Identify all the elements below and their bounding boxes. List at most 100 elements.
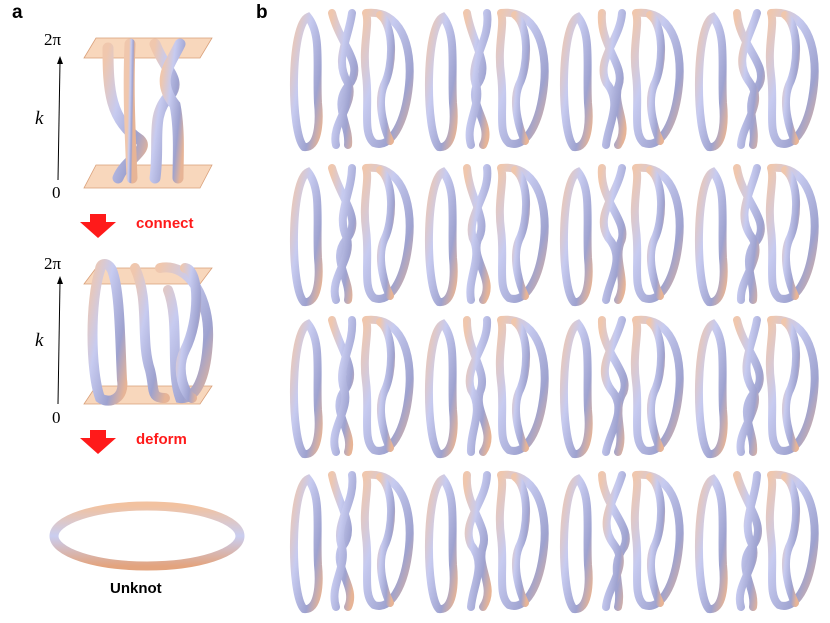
knot-strand [597,316,629,456]
knot-strand [737,164,761,304]
knot-strand [376,473,396,607]
braid-upper [83,37,213,189]
knot-diagram [559,315,684,458]
strand-2 [123,38,138,184]
knot-strand [597,164,627,304]
knot-diagram [694,163,819,306]
knot-strand [694,167,728,306]
knot-strand [511,166,531,300]
knot-strand [781,11,801,145]
knot-strand [630,163,684,303]
k-axis-upper-arrow [57,61,61,181]
knot-strand [511,318,531,452]
knot-diagram [289,163,414,306]
knot-strand [781,473,801,607]
knot-strand [360,315,414,455]
bottom-plane-upper [83,164,213,189]
knot-strand [694,319,728,458]
knot-strand [765,470,819,610]
knot-strand [495,163,549,303]
knot-strand [630,8,684,148]
knot-strand [765,8,819,148]
unknot-caption: Unknot [110,580,162,597]
knot-strand [289,319,323,458]
connected-loop-2 [130,263,170,403]
knot-diagram [694,315,819,458]
k-axis-upper-arrowhead [57,56,63,64]
knot-strand [736,316,761,456]
knot-strand [330,471,357,611]
knot-strand [646,318,666,452]
knot-strand [462,471,492,611]
knot-strand [511,11,531,145]
knot-strand [466,164,492,304]
unknot-ring [49,501,245,571]
knot-diagram [424,8,549,151]
knot-strand [599,9,626,149]
knot-strand [464,471,491,611]
braid-connected [83,259,214,406]
knot-diagram [289,470,414,613]
upper-axis-bottom-tick: 0 [52,183,61,202]
knot-strand [646,166,666,300]
knot-diagram [694,8,819,151]
k-axis-lower-arrow [57,281,61,405]
knot-strand [559,167,593,306]
knot-diagram-grid [289,8,819,613]
knot-strand [765,163,819,303]
knot-strand [360,8,414,148]
knot-strand [424,319,458,458]
knot-strand [735,471,761,611]
knot-diagram [559,470,684,613]
strand-4 [159,38,186,184]
knot-strand [424,167,458,306]
knot-strand [511,473,531,607]
knot-strand [289,12,323,151]
knot-strand [646,11,666,145]
knot-strand [600,316,626,456]
knot-diagram [289,8,414,151]
knot-strand [424,474,458,613]
knot-strand [462,316,492,456]
knot-strand [694,474,728,613]
knot-strand [694,12,728,151]
knot-diagram [424,315,549,458]
knot-strand [495,315,549,455]
deform-arrow-icon [80,430,116,454]
knot-strand [559,319,593,458]
knot-strand [360,163,414,303]
knot-strand [495,470,549,610]
connected-loop-4 [175,263,202,403]
knot-strand [781,166,801,300]
knot-diagram [289,315,414,458]
knot-strand [330,164,356,304]
knot-strand [559,474,593,613]
knot-strand [465,316,492,456]
upper-axis-top-tick: 2π [44,30,62,49]
panel-b-label: b [256,2,268,23]
knot-diagram [559,8,684,151]
knot-strand [331,9,356,149]
knot-diagram [694,470,819,613]
knot-strand [597,9,627,149]
knot-strand [602,471,626,611]
knot-strand [646,473,666,607]
knot-strand [599,164,626,304]
knot-strand [376,11,396,145]
knot-strand [737,9,761,149]
knot-diagram [559,163,684,306]
knot-strand [559,12,593,151]
connected-loop-1 [87,259,128,406]
knot-strand [289,474,323,613]
knot-diagram [424,470,549,613]
knot-strand [289,167,323,306]
lower-axis-top-tick: 2π [44,254,62,273]
upper-axis-variable: k [35,108,44,129]
knot-strand [376,166,396,300]
deform-step-label: deform [136,431,187,448]
knot-strand [376,318,396,452]
knot-strand [630,470,684,610]
lower-axis-bottom-tick: 0 [52,408,61,427]
